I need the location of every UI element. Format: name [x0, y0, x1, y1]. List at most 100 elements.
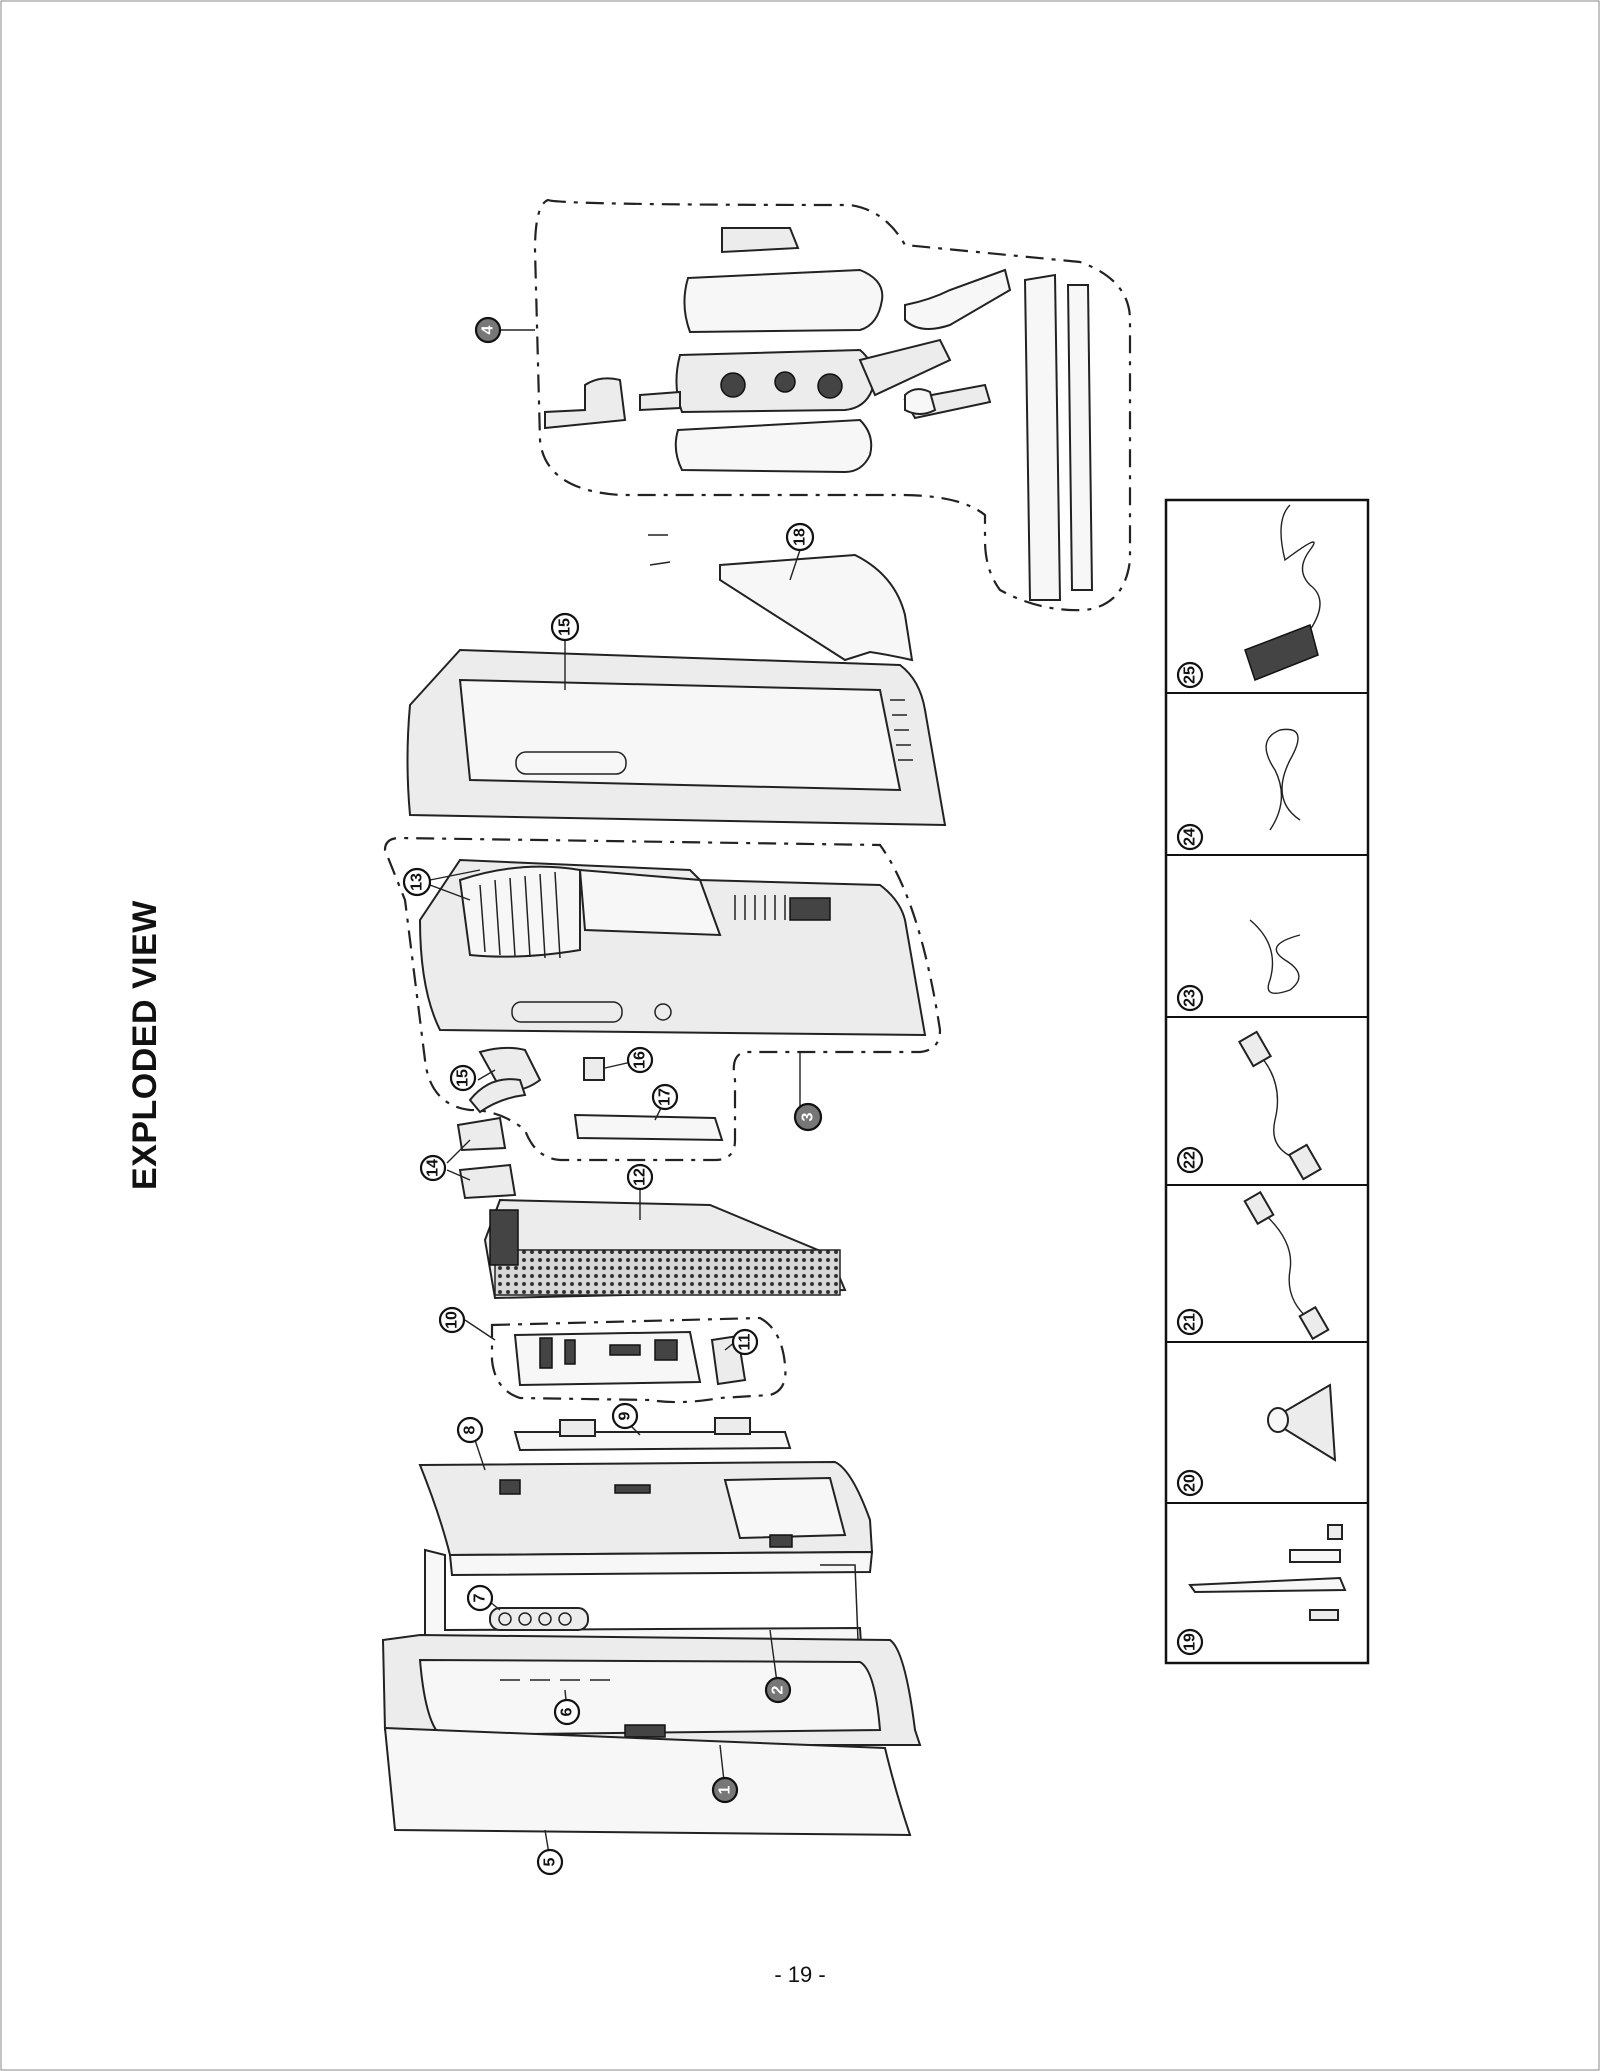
stand-base-plate-1 [1023, 273, 1062, 601]
callout-22: 22 [1176, 1146, 1204, 1174]
lead-18 [789, 549, 801, 581]
screw-b [649, 561, 671, 566]
keypad-button-1 [498, 1612, 512, 1626]
strip-connector-1 [559, 1419, 596, 1437]
svg-text:12: 12 [632, 1168, 649, 1186]
rear-frame-hole [654, 1003, 672, 1021]
svg-text:22: 22 [1182, 1151, 1199, 1169]
stand-arm-bracket [904, 268, 1012, 330]
chassis-chip-1 [499, 1479, 521, 1495]
accessory-battery-cap [1327, 1524, 1343, 1540]
hinge-gear-2 [774, 371, 796, 393]
callout-21: 21 [1176, 1308, 1204, 1336]
main-board-pcb [513, 1330, 702, 1387]
rear-frame-fan-housing [458, 865, 581, 958]
accessories-frame [1164, 498, 1370, 1665]
front-bezel-1 [381, 1633, 922, 1746]
bracket-17 [573, 1113, 724, 1142]
rear-frame-group-3 [383, 836, 942, 1162]
callout-15b: 15 [449, 1064, 477, 1092]
keypad-button-4 [558, 1612, 572, 1626]
side-cap-14a [456, 1116, 507, 1152]
hinge-cover-top [683, 268, 884, 334]
shield-12 [483, 1198, 847, 1300]
svg-text:18: 18 [792, 528, 809, 546]
callout-19: 19 [1176, 1628, 1204, 1656]
svg-text:15: 15 [455, 1069, 472, 1087]
chassis-shield-box [723, 1476, 847, 1540]
lead-15b [477, 1069, 496, 1081]
cable-21-connector-a [1243, 1190, 1275, 1226]
cable-21-connector-b [1298, 1305, 1330, 1341]
svg-text:20: 20 [1182, 1474, 1199, 1492]
power-adapter [1244, 624, 1319, 681]
callout-16: 16 [626, 1046, 654, 1074]
back-cover-inner [458, 678, 902, 792]
callout-24: 24 [1176, 823, 1204, 851]
back-cover-vent [890, 699, 913, 761]
callout-5: 5 [536, 1848, 564, 1876]
callout-9: 9 [611, 1402, 639, 1430]
callout-4: 4 [474, 316, 502, 344]
rear-frame-connectors [734, 895, 786, 920]
chassis-chip-2 [614, 1484, 651, 1494]
button-16 [583, 1057, 605, 1081]
svg-text:14: 14 [425, 1159, 442, 1177]
callout-2: 2 [764, 1676, 792, 1704]
svg-text:3: 3 [800, 1112, 817, 1121]
callout-25: 25 [1176, 661, 1204, 689]
shield-perforation [494, 1249, 841, 1296]
accessory-stylus [1188, 1576, 1347, 1594]
pcb-chip-2 [654, 1339, 678, 1361]
svg-text:15: 15 [557, 618, 574, 636]
svg-text:4: 4 [480, 325, 497, 334]
lead-14 [446, 1139, 471, 1181]
stand-arm [858, 338, 952, 397]
callout-10: 10 [438, 1306, 466, 1334]
callout-6: 6 [553, 1698, 581, 1726]
accessory-tip [1309, 1609, 1339, 1621]
pcb-capacitor [539, 1337, 553, 1369]
stand-foot-clip [904, 388, 937, 415]
svg-text:23: 23 [1182, 989, 1199, 1007]
main-board-group-10 [490, 1316, 787, 1404]
svg-text:1: 1 [717, 1785, 734, 1794]
callout-17: 17 [651, 1083, 679, 1111]
hinge-cover-bottom [674, 418, 873, 474]
rear-frame-port [789, 897, 831, 921]
side-hinge-arm [468, 1078, 527, 1114]
stand-pin [639, 390, 681, 412]
callout-12: 12 [626, 1163, 654, 1191]
vga-connector-a [1237, 1030, 1273, 1068]
vga-cable-22 [1254, 1049, 1301, 1161]
svg-text:21: 21 [1182, 1313, 1199, 1331]
accessories-box [1164, 498, 1370, 1665]
stand-cover-18 [719, 553, 914, 662]
keypad-7 [489, 1607, 589, 1631]
svg-text:2: 2 [770, 1685, 787, 1694]
stand-group-outline [533, 198, 1132, 612]
fan-fins [479, 871, 561, 959]
chassis-8 [418, 1460, 874, 1577]
svg-text:6: 6 [559, 1707, 576, 1716]
power-adapter-cable [1280, 504, 1321, 631]
shield-heatsink [489, 1209, 519, 1266]
pcb-capacitor-2 [564, 1339, 576, 1365]
keypad-button-2 [518, 1612, 532, 1626]
callout-20: 20 [1176, 1469, 1204, 1497]
chassis-lower-rim [448, 1550, 874, 1577]
callout-18: 18 [785, 522, 815, 552]
svg-text:17: 17 [657, 1088, 674, 1106]
rear-frame-slot [511, 1001, 623, 1023]
svg-text:24: 24 [1182, 828, 1199, 846]
svg-text:16: 16 [632, 1051, 649, 1069]
bezel-inner [418, 1658, 882, 1737]
chassis-chip-3 [769, 1534, 793, 1548]
side-cap-14b [458, 1163, 517, 1200]
lead-13 [429, 869, 481, 901]
back-cover-15 [406, 648, 947, 827]
stand-clip [721, 227, 800, 254]
stand-screw-holder [544, 377, 627, 430]
